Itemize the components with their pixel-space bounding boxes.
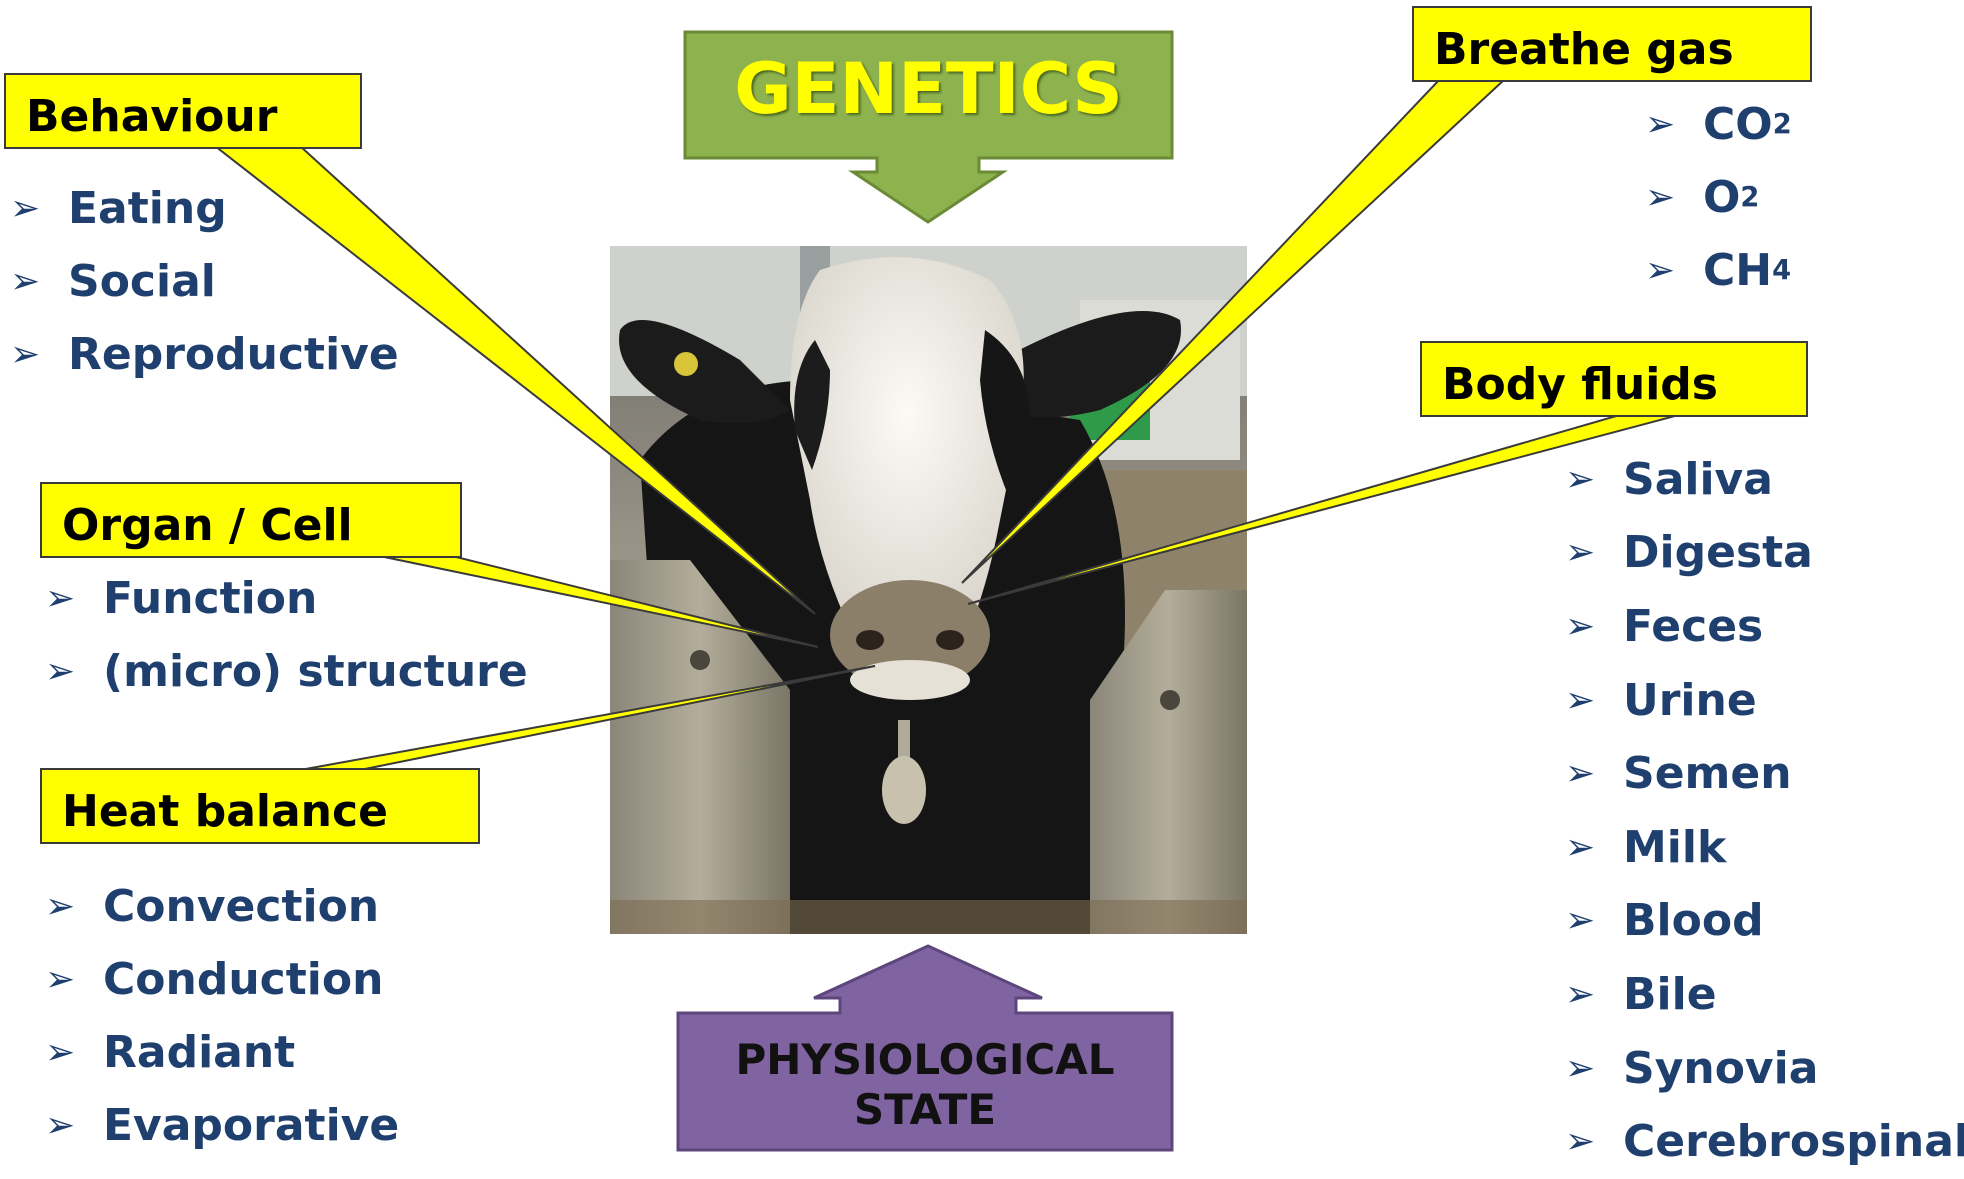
bullet-arrow-icon: ➢ [10,337,68,373]
list-item: ➢Social [10,245,399,318]
list-item: ➢Reproductive [10,318,399,391]
list-item: ➢(micro) structure [45,635,528,708]
list-item: ➢Conduction [45,943,399,1016]
list-item: ➢Cerebrospinal [1565,1105,1964,1179]
heat-balance-title: Heat balance [62,790,388,834]
list-item: ➢Radiant [45,1016,399,1089]
list-item: ➢Evaporative [45,1089,399,1162]
list-item: ➢Semen [1565,737,1964,811]
bullet-arrow-icon: ➢ [10,264,68,300]
list-item: ➢Convection [45,870,399,943]
physiological-state-label: PHYSIOLOGICAL STATE [678,1035,1172,1134]
bullet-arrow-icon: ➢ [1565,977,1623,1013]
organ-cell-callout: Organ / Cell [40,482,462,558]
list-item: ➢Saliva [1565,443,1964,517]
bullet-arrow-icon: ➢ [1565,756,1623,792]
list-item: ➢Urine [1565,664,1964,738]
bullet-arrow-icon: ➢ [45,889,103,925]
behaviour-title: Behaviour [26,95,277,139]
bullet-arrow-icon: ➢ [1645,253,1703,289]
bullet-arrow-icon: ➢ [1565,1124,1623,1160]
bullet-arrow-icon: ➢ [1565,609,1623,645]
list-item: ➢Feces [1565,590,1964,664]
bullet-arrow-icon: ➢ [1565,830,1623,866]
bullet-arrow-icon: ➢ [1645,107,1703,143]
organ-cell-title: Organ / Cell [62,504,353,548]
bullet-arrow-icon: ➢ [1565,683,1623,719]
physiological-line2: STATE [678,1085,1172,1135]
physiological-line1: PHYSIOLOGICAL [678,1035,1172,1085]
bullet-arrow-icon: ➢ [1565,462,1623,498]
body-fluids-list: ➢Saliva ➢Digesta ➢Feces ➢Urine ➢Semen ➢M… [1565,443,1964,1179]
behaviour-list: ➢Eating ➢Social ➢Reproductive [10,172,399,391]
list-item: ➢Milk [1565,811,1964,885]
bullet-arrow-icon: ➢ [1565,903,1623,939]
list-item: ➢Synovia [1565,1032,1964,1106]
list-item: ➢Digesta [1565,517,1964,591]
body-fluids-callout: Body fluids [1420,341,1808,417]
list-item: ➢Eating [10,172,399,245]
bullet-arrow-icon: ➢ [45,581,103,617]
bullet-arrow-icon: ➢ [45,1108,103,1144]
breathe-gas-callout: Breathe gas [1412,6,1812,82]
bullet-arrow-icon: ➢ [45,962,103,998]
bullet-arrow-icon: ➢ [45,1035,103,1071]
heat-balance-list: ➢Convection ➢Conduction ➢Radiant ➢Evapor… [45,870,399,1162]
list-item: ➢Blood [1565,885,1964,959]
list-item: ➢Function [45,562,528,635]
bullet-arrow-icon: ➢ [1565,1051,1623,1087]
bullet-arrow-icon: ➢ [45,654,103,690]
bullet-arrow-icon: ➢ [1565,535,1623,571]
body-fluids-title: Body fluids [1442,363,1718,407]
breathe-gas-title: Breathe gas [1434,28,1734,72]
behaviour-callout: Behaviour [4,73,362,149]
list-item: ➢Bile [1565,958,1964,1032]
bullet-arrow-icon: ➢ [10,191,68,227]
organ-cell-list: ➢Function ➢(micro) structure [45,562,528,708]
heat-balance-callout: Heat balance [40,768,480,844]
bullet-arrow-icon: ➢ [1645,180,1703,216]
